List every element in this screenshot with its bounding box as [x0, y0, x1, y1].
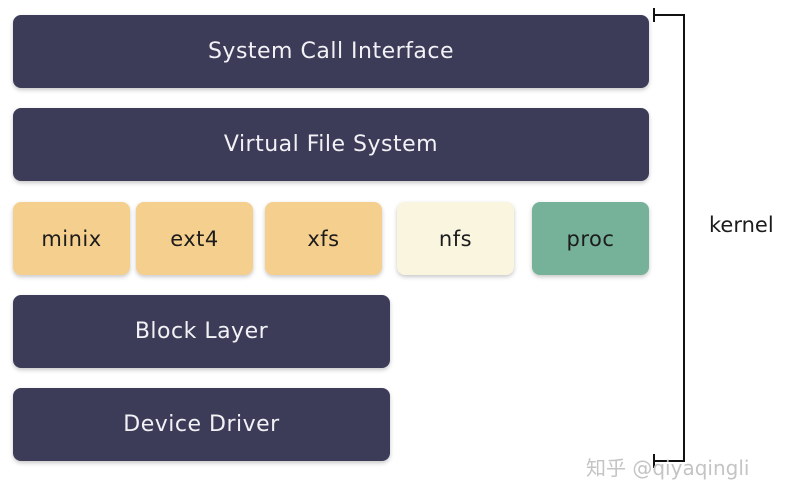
watermark: 知乎 @qiyaqingli: [586, 456, 750, 480]
device-driver-label: Device Driver: [123, 412, 280, 437]
virtual-file-system-label: Virtual File System: [223, 132, 439, 157]
fs-block-xfs: xfs: [265, 202, 382, 275]
fs-block-proc: proc: [532, 202, 649, 275]
system-call-interface-layer: System Call Interface: [13, 15, 649, 88]
fs-label-xfs: xfs: [307, 226, 340, 251]
fs-label-minix: minix: [41, 226, 102, 251]
block-layer: Block Layer: [13, 295, 390, 368]
device-driver-layer: Device Driver: [13, 388, 390, 461]
fs-label-nfs: nfs: [438, 226, 473, 251]
virtual-file-system-layer: Virtual File System: [13, 108, 649, 181]
system-call-interface-label: System Call Interface: [207, 39, 455, 64]
fs-label-ext4: ext4: [170, 226, 219, 251]
fs-block-ext4: ext4: [136, 202, 253, 275]
block-layer-label: Block Layer: [134, 319, 269, 344]
fs-block-nfs: nfs: [397, 202, 514, 275]
fs-block-minix: minix: [13, 202, 130, 275]
fs-label-proc: proc: [566, 226, 615, 251]
kernel-label: kernel: [709, 213, 774, 237]
